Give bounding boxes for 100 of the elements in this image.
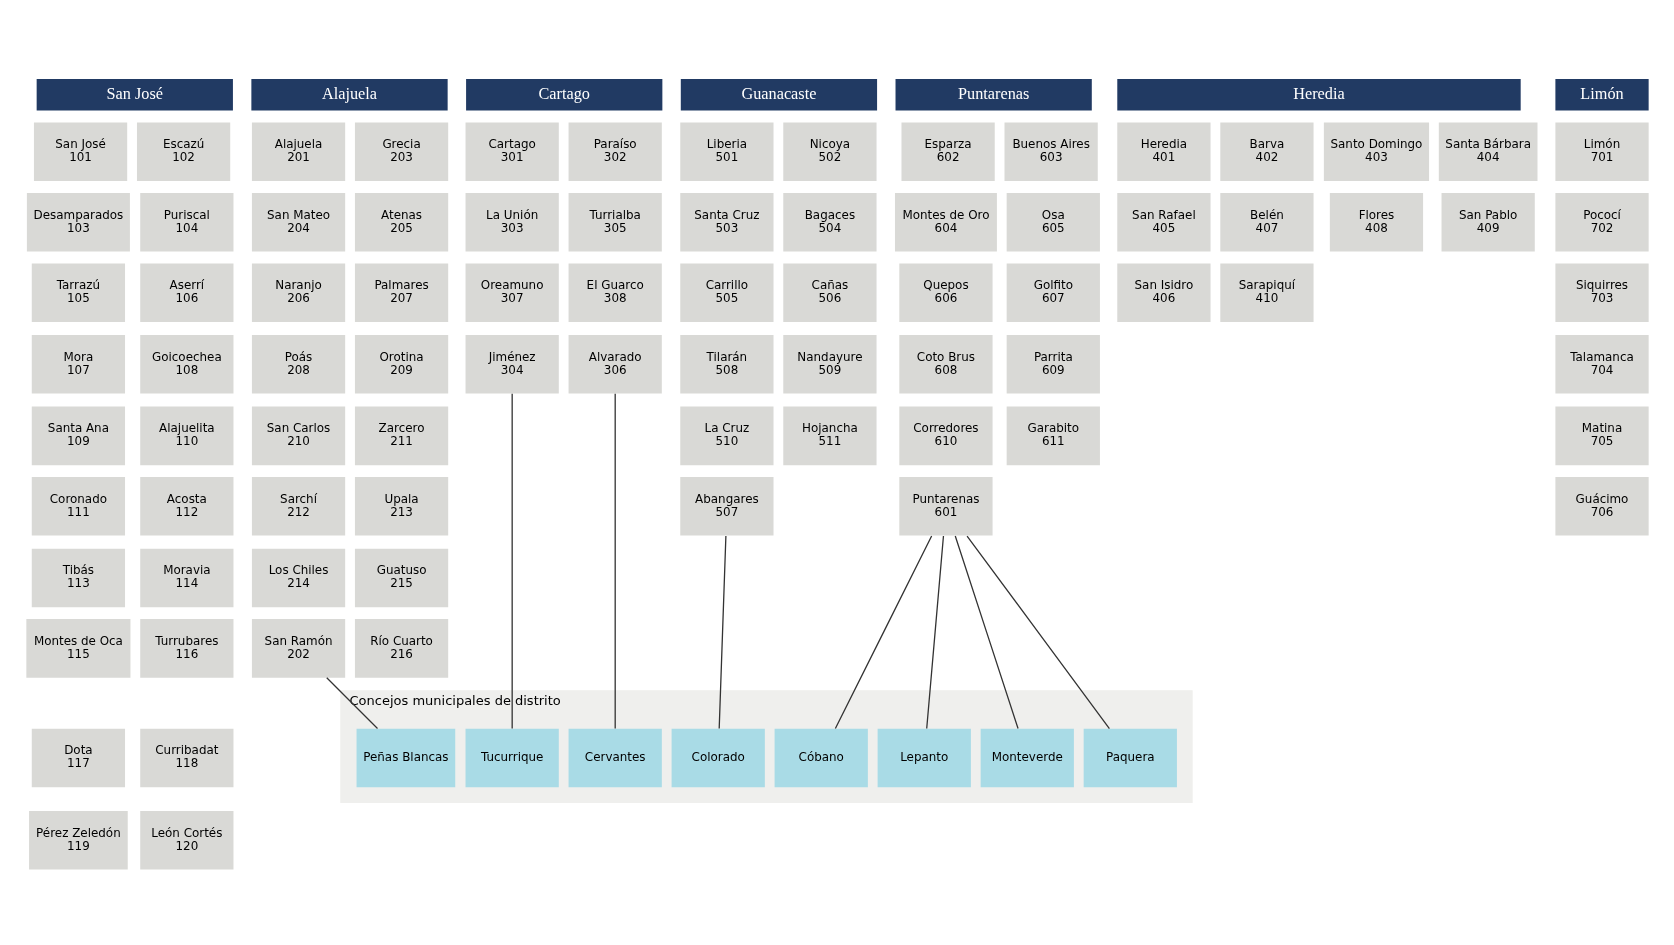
node-box: Nicoya 502 xyxy=(782,121,877,181)
node-box: Alajuela xyxy=(250,78,448,110)
node-box: Cóbano xyxy=(774,728,868,787)
node-box: Naranjo 206 xyxy=(251,262,345,322)
node-box: Heredia 401 xyxy=(1116,121,1211,181)
node-box: Tibás 113 xyxy=(31,548,125,607)
node-box: Peñas Blancas xyxy=(356,728,455,787)
node-box: Hojancha 511 xyxy=(782,406,877,465)
node-box: Flores 408 xyxy=(1329,192,1423,251)
node-box: Montes de Oca 115 xyxy=(25,618,130,678)
node-box: Buenos Aires 603 xyxy=(1004,121,1098,181)
node-box: Cartago xyxy=(465,78,662,110)
node-box: Lepanto xyxy=(877,728,971,787)
node-box: Moravia 114 xyxy=(139,548,233,607)
node-box: Sarchí 212 xyxy=(251,476,345,536)
node-box: Turrubares 116 xyxy=(139,618,233,678)
node-box: San Carlos 210 xyxy=(251,406,345,465)
node-box: Cartago 301 xyxy=(465,121,559,181)
node-box: Grecia 203 xyxy=(354,121,448,181)
node-box: Los Chiles 214 xyxy=(251,548,345,607)
node-box: Zarcero 211 xyxy=(354,406,448,465)
connector xyxy=(925,534,944,729)
node-box: Belén 407 xyxy=(1219,192,1314,251)
node-box: Palmares 207 xyxy=(354,262,448,322)
node-box: San Ramón 202 xyxy=(251,618,345,678)
connector xyxy=(511,392,513,729)
node-box: Acosta 112 xyxy=(139,476,233,536)
node-box: Abangares 507 xyxy=(679,476,773,536)
node-box: Guanacaste xyxy=(680,78,877,110)
node-box: Carrillo 505 xyxy=(679,262,773,322)
node-box: Poás 208 xyxy=(251,334,345,394)
node-box: San Mateo 204 xyxy=(251,192,345,251)
connector xyxy=(718,534,727,729)
node-box: Aserrí 106 xyxy=(139,262,233,322)
node-box: Paquera xyxy=(1083,728,1177,787)
node-box: Coronado 111 xyxy=(31,476,125,536)
node-box: Dota 117 xyxy=(31,728,125,787)
connector xyxy=(834,534,932,729)
node-box: La Cruz 510 xyxy=(679,406,773,465)
node-box: Orotina 209 xyxy=(354,334,448,394)
node-box: Sarapiquí 410 xyxy=(1219,262,1314,322)
connector xyxy=(965,534,1110,729)
node-box: Liberia 501 xyxy=(679,121,773,181)
node-box: Bagaces 504 xyxy=(782,192,877,251)
node-box: La Unión 303 xyxy=(465,192,559,251)
node-box: San Pablo 409 xyxy=(1441,192,1535,251)
node-box: Corredores 610 xyxy=(898,406,993,465)
node-box: Jiménez 304 xyxy=(465,334,559,394)
node-box: Alvarado 306 xyxy=(568,334,662,394)
node-box: Tucurrique xyxy=(465,728,559,787)
node-box: Puriscal 104 xyxy=(139,192,233,251)
node-box: Tarrazú 105 xyxy=(31,262,125,322)
node-box: Limón xyxy=(1554,78,1649,110)
node-box: Turrialba 305 xyxy=(568,192,662,251)
node-box: Río Cuarto 216 xyxy=(354,618,448,678)
node-box: San Isidro 406 xyxy=(1116,262,1211,322)
node-box: Cervantes xyxy=(568,728,662,787)
node-box: Upala 213 xyxy=(354,476,448,536)
node-box: Puntarenas 601 xyxy=(898,476,993,536)
connector xyxy=(614,392,616,729)
node-box: Osa 605 xyxy=(1006,192,1100,251)
node-box: Puntarenas xyxy=(895,78,1092,110)
node-box: Matina 705 xyxy=(1554,406,1649,465)
node-box: Montes de Oro 604 xyxy=(894,192,997,251)
node-box: Desamparados 103 xyxy=(26,192,130,251)
node-box: Oreamuno 307 xyxy=(465,262,559,322)
connector xyxy=(954,534,1019,729)
node-box: Guatuso 215 xyxy=(354,548,448,607)
node-box: Colorado xyxy=(671,728,765,787)
node-box: Guácimo 706 xyxy=(1554,476,1649,536)
node-box: Esparza 602 xyxy=(901,121,995,181)
node-box: El Guarco 308 xyxy=(568,262,662,322)
node-box: Paraíso 302 xyxy=(568,121,662,181)
node-box: Escazú 102 xyxy=(136,121,230,181)
node-box: San Rafael 405 xyxy=(1116,192,1211,251)
node-box: Pococí 702 xyxy=(1554,192,1649,251)
connector xyxy=(325,676,378,729)
node-box: Santa Bárbara 404 xyxy=(1438,121,1537,181)
node-box: Golfito 607 xyxy=(1006,262,1100,322)
node-box: San José 101 xyxy=(33,121,127,181)
node-box: Heredia xyxy=(1116,78,1521,110)
node-box: Nandayure 509 xyxy=(782,334,877,394)
node-box: Goicoechea 108 xyxy=(139,334,233,394)
node-box: León Cortés 120 xyxy=(139,810,233,870)
node-box: San José xyxy=(36,78,233,110)
node-box: Cañas 506 xyxy=(782,262,877,322)
node-box: Garabito 611 xyxy=(1006,406,1100,465)
node-box: Mora 107 xyxy=(31,334,125,394)
node-box: Santa Ana 109 xyxy=(31,406,125,465)
node-box: Siquirres 703 xyxy=(1554,262,1649,322)
node-box: Monteverde xyxy=(980,728,1074,787)
node-box: Alajuelita 110 xyxy=(139,406,233,465)
node-box: Talamanca 704 xyxy=(1554,334,1649,394)
node-box: Barva 402 xyxy=(1219,121,1314,181)
node-box: Tilarán 508 xyxy=(679,334,773,394)
node-box: Alajuela 201 xyxy=(251,121,345,181)
node-box: Parrita 609 xyxy=(1006,334,1100,394)
node-box: Quepos 606 xyxy=(898,262,993,322)
node-box: Atenas 205 xyxy=(354,192,448,251)
node-box: Pérez Zeledón 119 xyxy=(28,810,128,870)
